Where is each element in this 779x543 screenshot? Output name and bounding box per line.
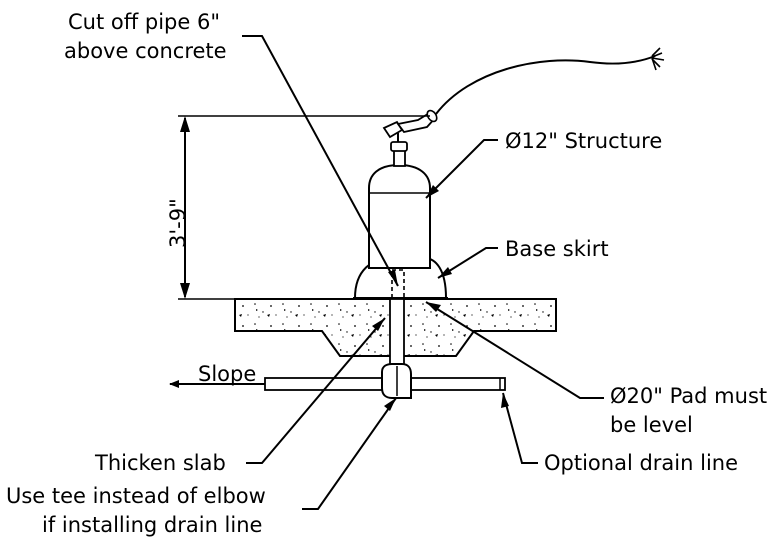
leader-base-skirt: [437, 247, 498, 279]
leader-pad: [425, 301, 604, 399]
dimension-height-label: 3'-9": [166, 198, 190, 248]
label-base-skirt: Base skirt: [505, 237, 609, 261]
label-optional-drain: Optional drain line: [544, 451, 739, 475]
vertical-pipe: [389, 298, 405, 370]
leader-thicken-slab: [246, 317, 386, 464]
label-tee-line1: Use tee instead of elbow: [6, 484, 266, 508]
label-pad-line1: Ø20" Pad must: [610, 384, 768, 408]
valve-neck: [393, 149, 406, 167]
label-cut-off-line2: above concrete: [64, 39, 227, 63]
label-thicken-slab: Thicken slab: [95, 451, 226, 475]
height-dimension: [178, 115, 430, 300]
leader-cut-off: [242, 35, 399, 287]
leader-structure: [425, 139, 498, 199]
leader-optional-drain: [502, 392, 538, 464]
label-slope: Slope: [198, 362, 257, 386]
label-tee-line2: if installing drain line: [42, 513, 263, 537]
label-pad-line2: be level: [610, 413, 693, 437]
supply-hose: [435, 55, 656, 115]
label-structure: Ø12" Structure: [505, 129, 663, 153]
leader-tee: [302, 397, 397, 510]
fountain-structure: [368, 163, 431, 269]
spigot-icon: [382, 109, 438, 142]
hose-end-icon: [651, 47, 665, 71]
label-cut-off-line1: Cut off pipe 6": [68, 10, 220, 34]
